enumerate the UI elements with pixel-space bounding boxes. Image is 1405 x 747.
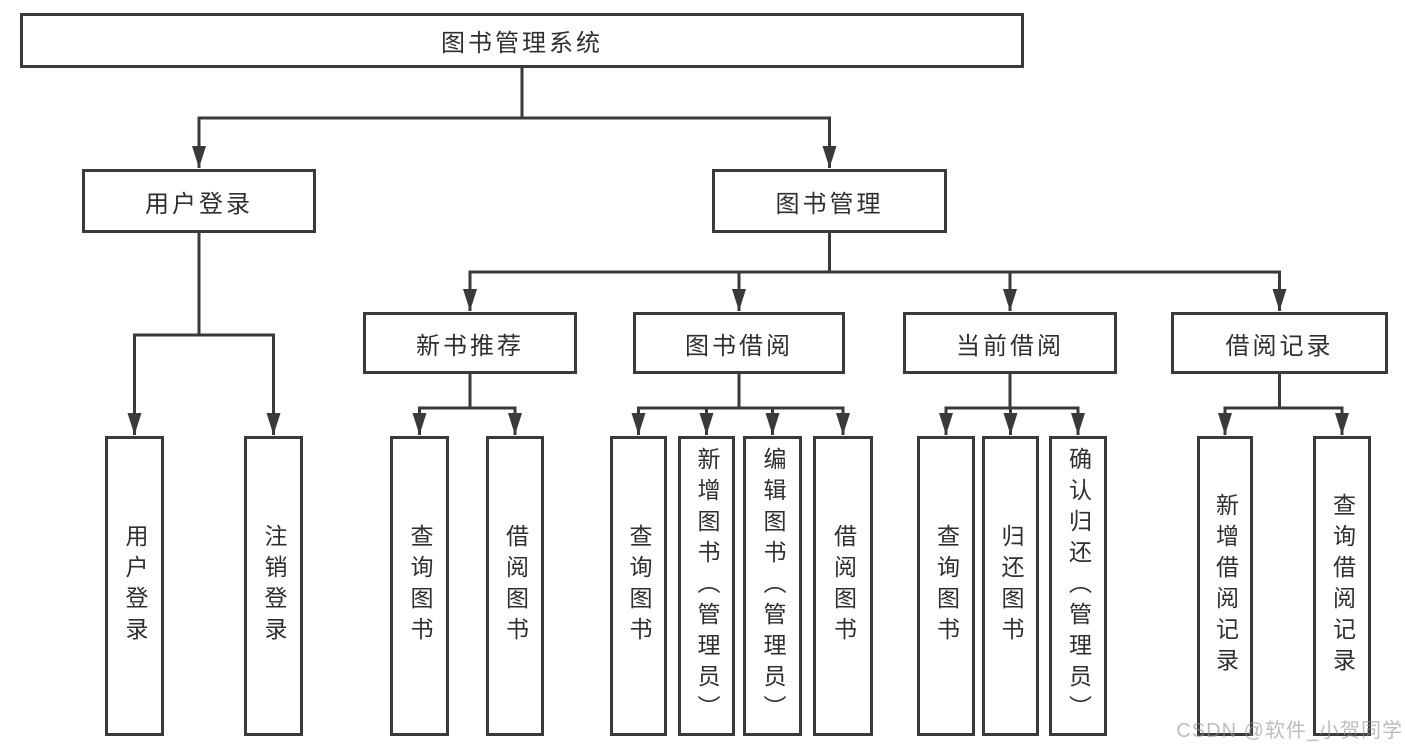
leaf-borrow-edit-books-admin: 编辑图书（管理员） [743, 436, 802, 736]
leaf-record-add-record: 新增借阅记录 [1197, 436, 1253, 736]
node-current-borrow: 当前借阅 [903, 312, 1117, 374]
connector-root-to-level2 [192, 68, 837, 168]
connector-book-borrow-to-children [631, 374, 850, 435]
node-root-system: 图书管理系统 [20, 13, 1024, 68]
leaf-borrow-borrow-books: 借阅图书 [813, 436, 873, 736]
leaf-current-query-books: 查询图书 [917, 436, 975, 736]
node-borrow-record: 借阅记录 [1171, 312, 1388, 374]
leaf-borrow-add-books-admin: 新增图书（管理员） [678, 436, 735, 736]
leaf-current-return-books: 归还图书 [982, 436, 1039, 736]
leaf-user-login: 用户登录 [105, 436, 164, 736]
connector-current-borrow-to-children [939, 374, 1085, 435]
leaf-current-confirm-return-admin: 确认归还（管理员） [1049, 436, 1107, 736]
csdn-watermark: CSDN @软件_小贺同学 [1176, 720, 1403, 742]
connector-new-book-recommend-to-children [412, 374, 522, 435]
leaf-record-query-record: 查询借阅记录 [1313, 436, 1371, 736]
leaf-newrec-query-books: 查询图书 [390, 436, 449, 736]
leaf-borrow-query-books: 查询图书 [610, 436, 667, 736]
connector-user-login-to-children [127, 233, 281, 435]
connector-borrow-record-to-children [1218, 374, 1349, 435]
node-book-management: 图书管理 [712, 169, 947, 233]
node-book-borrow: 图书借阅 [633, 312, 845, 374]
leaf-newrec-borrow-books: 借阅图书 [486, 436, 544, 736]
connector-book-management-to-level3 [463, 233, 1287, 311]
node-user-login: 用户登录 [82, 169, 316, 233]
node-new-book-recommend: 新书推荐 [363, 312, 577, 374]
leaf-logout: 注销登录 [244, 436, 303, 736]
